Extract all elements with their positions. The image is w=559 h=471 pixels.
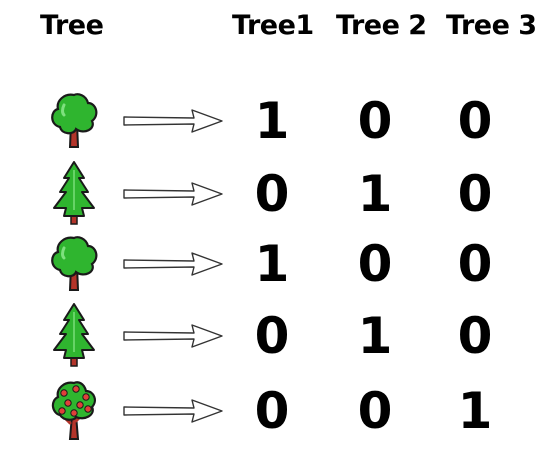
encoding-value-tree-3: 0 [457, 235, 493, 293]
right-arrow-icon [122, 322, 224, 350]
encoding-value-tree-1: 0 [254, 307, 290, 365]
encoding-value-tree-1: 1 [254, 235, 290, 293]
encoding-row: 0 0 1 [0, 375, 559, 447]
encoding-value-tree-3: 0 [457, 307, 493, 365]
right-arrow-icon [122, 250, 224, 278]
header-tree-2: Tree 2 [336, 10, 427, 41]
header-tree: Tree [40, 10, 104, 41]
encoding-row: 1 0 0 [0, 85, 559, 157]
encoding-row: 0 1 0 [0, 158, 559, 230]
encoding-value-tree-2: 1 [357, 165, 393, 223]
round-tree-icon [44, 85, 104, 157]
right-arrow-icon [122, 180, 224, 208]
encoding-row: 1 0 0 [0, 228, 559, 300]
encoding-value-tree-1: 0 [254, 382, 290, 440]
encoding-value-tree-2: 0 [357, 92, 393, 150]
header-tree-3: Tree 3 [446, 10, 537, 41]
header-tree-1: Tree1 [232, 10, 314, 41]
encoding-row: 0 1 0 [0, 300, 559, 372]
pine-tree-icon [44, 158, 104, 230]
encoding-value-tree-2: 1 [357, 307, 393, 365]
encoding-value-tree-2: 0 [357, 382, 393, 440]
encoding-value-tree-2: 0 [357, 235, 393, 293]
right-arrow-icon [122, 397, 224, 425]
apple-tree-icon [44, 375, 104, 447]
encoding-value-tree-3: 0 [457, 165, 493, 223]
right-arrow-icon [122, 107, 224, 135]
encoding-value-tree-1: 1 [254, 92, 290, 150]
encoding-value-tree-3: 0 [457, 92, 493, 150]
pine-tree-icon [44, 300, 104, 372]
round-tree-icon [44, 228, 104, 300]
encoding-value-tree-3: 1 [457, 382, 493, 440]
encoding-value-tree-1: 0 [254, 165, 290, 223]
